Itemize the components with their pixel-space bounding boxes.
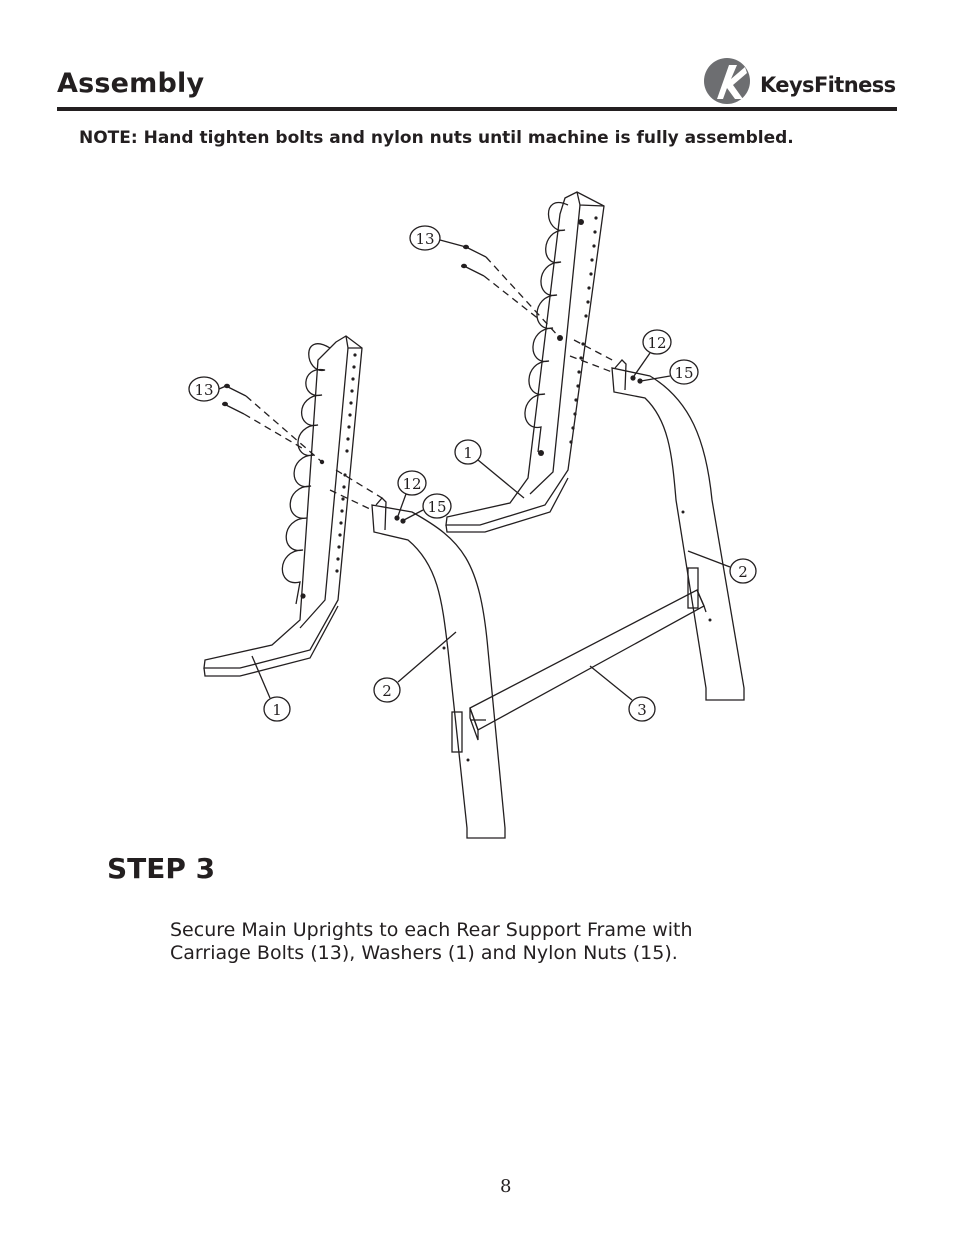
- callout-label: 13: [415, 230, 434, 248]
- callout-13-left: 13: [188, 376, 227, 402]
- callout-label: 1: [272, 701, 282, 719]
- keys-fitness-logo-icon: [704, 58, 750, 104]
- right-rear-support: [611, 359, 745, 701]
- callout-1-right: 1: [454, 439, 525, 499]
- callout-15-left: 15: [403, 493, 452, 521]
- callout-label: 3: [637, 701, 647, 719]
- carriage-bolts: [222, 244, 617, 511]
- step-title: STEP 3: [107, 852, 216, 885]
- callout-1-left: 1: [251, 655, 291, 722]
- callout-15-right: 15: [640, 359, 699, 385]
- callout-label: 12: [402, 475, 421, 493]
- callout-label: 15: [427, 498, 446, 516]
- callout-label: 2: [382, 682, 392, 700]
- callout-label: 1: [463, 444, 473, 462]
- brand-wordmark-keys: Keys: [760, 73, 815, 97]
- page-number: 8: [500, 1176, 512, 1197]
- callout-label: 15: [674, 364, 693, 382]
- callout-12-left: 12: [397, 470, 427, 517]
- callout-3: 3: [589, 665, 656, 722]
- instruction-line: Carriage Bolts (13), Washers (1) and Nyl…: [170, 942, 678, 964]
- callout-2-right: 2: [687, 550, 757, 584]
- right-main-upright: [445, 191, 605, 533]
- assembly-note: NOTE: Hand tighten bolts and nylon nuts …: [79, 128, 794, 148]
- callout-label: 2: [738, 563, 748, 581]
- brand-wordmark-fitness: Fitness: [813, 73, 896, 97]
- callout-12-right: 12: [633, 329, 672, 377]
- callout-13-right: 13: [409, 225, 467, 251]
- page-title: Assembly: [57, 68, 205, 99]
- brand-wordmark: KeysFitness: [760, 73, 896, 97]
- callout-2-left: 2: [373, 631, 457, 703]
- callout-label: 13: [194, 381, 213, 399]
- left-rear-support: [371, 497, 506, 839]
- brand-logo: KeysFitness: [703, 55, 898, 107]
- step-instruction: Secure Main Uprights to each Rear Suppor…: [170, 919, 790, 965]
- cross-bar: [469, 589, 707, 741]
- callout-label: 12: [647, 334, 666, 352]
- header-divider: [57, 107, 897, 111]
- instruction-line: Secure Main Uprights to each Rear Suppor…: [170, 919, 693, 941]
